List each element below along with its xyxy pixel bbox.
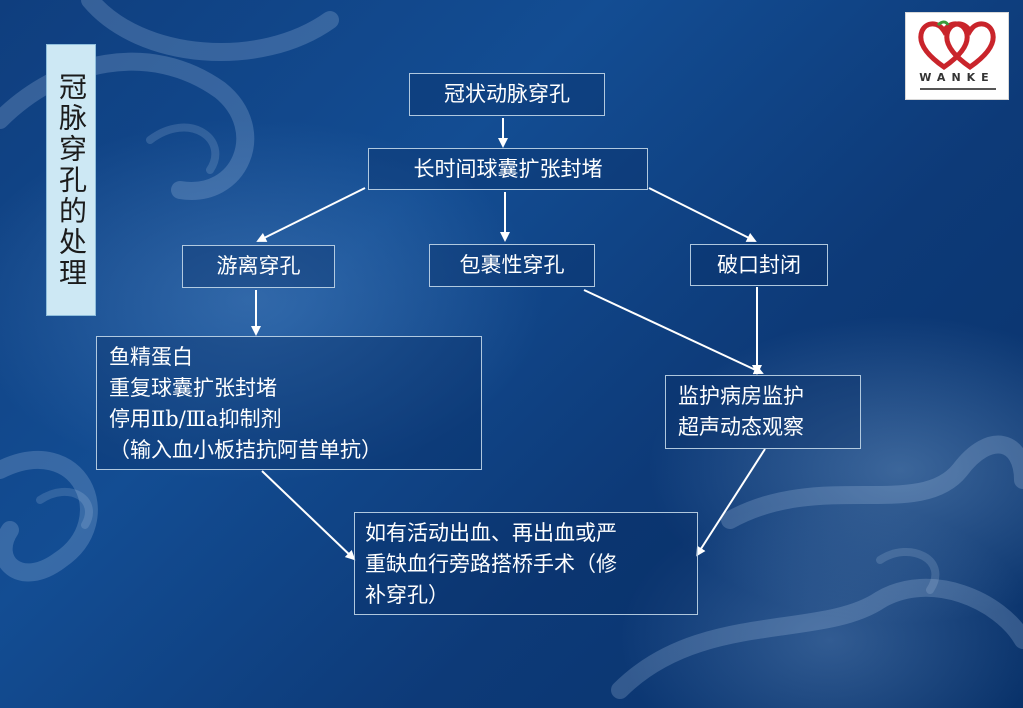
node-label: 冠状动脉穿孔 bbox=[444, 82, 570, 106]
logo-wordmark: WANKE bbox=[919, 71, 995, 84]
logo: WANKE bbox=[905, 12, 1009, 100]
node-coronary-perforation: 冠状动脉穿孔 bbox=[409, 73, 605, 116]
node-label: 包裹性穿孔 bbox=[459, 253, 565, 277]
node-line: 鱼精蛋白 bbox=[109, 345, 193, 369]
arrow-treatment-to-surgery bbox=[261, 470, 356, 561]
node-free-perforation: 游离穿孔 bbox=[182, 245, 335, 288]
node-monitoring: 监护病房监护 超声动态观察 bbox=[665, 375, 861, 449]
node-line: （输入血小板拮抗阿昔单抗） bbox=[109, 438, 382, 462]
node-line: 停用Ⅱb/Ⅲa抑制剂 bbox=[109, 407, 282, 431]
node-treatment: 鱼精蛋白 重复球囊扩张封堵 停用Ⅱb/Ⅲa抑制剂 （输入血小板拮抗阿昔单抗） bbox=[96, 336, 482, 470]
node-line: 监护病房监护 bbox=[678, 384, 804, 408]
arrow-balloon-to-free bbox=[256, 187, 366, 242]
node-label: 破口封闭 bbox=[717, 252, 801, 277]
node-line: 重缺血行旁路搭桥手术（修 bbox=[365, 552, 617, 576]
arrow-monitor-to-surgery bbox=[695, 448, 766, 557]
arrow-balloon-to-sealed bbox=[648, 187, 757, 242]
node-line: 补穿孔） bbox=[365, 583, 449, 607]
logo-underline bbox=[920, 88, 996, 90]
node-label: 长时间球囊扩张封堵 bbox=[413, 156, 603, 181]
arrow-contained-to-monitor bbox=[583, 289, 764, 375]
node-line: 重复球囊扩张封堵 bbox=[109, 376, 277, 400]
node-line: 如有活动出血、再出血或严 bbox=[365, 521, 617, 545]
node-bypass-surgery: 如有活动出血、再出血或严 重缺血行旁路搭桥手术（修 补穿孔） bbox=[354, 512, 698, 615]
node-sealed-perforation: 破口封闭 bbox=[690, 244, 828, 286]
slide-title: 冠脉穿孔的处理 bbox=[55, 71, 88, 289]
node-line: 超声动态观察 bbox=[678, 415, 804, 439]
vertical-title-box: 冠脉穿孔的处理 bbox=[46, 44, 96, 316]
node-label: 游离穿孔 bbox=[216, 254, 301, 278]
node-contained-perforation: 包裹性穿孔 bbox=[429, 244, 595, 287]
heart-logo-icon bbox=[918, 20, 996, 71]
node-prolonged-balloon: 长时间球囊扩张封堵 bbox=[368, 148, 648, 190]
